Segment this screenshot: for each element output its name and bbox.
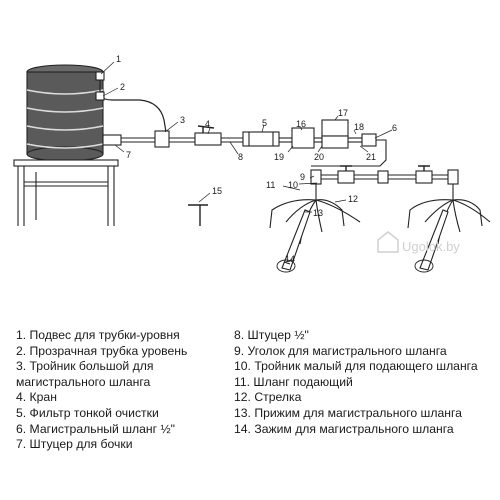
callout-2: 2 bbox=[120, 82, 125, 92]
legend-item-5: 5. Фильтр тонкой очистки bbox=[16, 405, 159, 420]
main-hose-top bbox=[102, 119, 387, 167]
callout-20: 20 bbox=[314, 152, 324, 162]
callout-3: 3 bbox=[180, 115, 185, 125]
callout-19: 19 bbox=[274, 152, 284, 162]
legend-item-11: 11. Шланг подающий bbox=[234, 374, 353, 389]
callout-1: 1 bbox=[116, 54, 121, 64]
callout-12: 12 bbox=[348, 194, 358, 204]
svg-text:Ugolok.by: Ugolok.by bbox=[402, 239, 460, 254]
callout-4: 4 bbox=[205, 119, 210, 129]
arrow-stake bbox=[188, 204, 208, 226]
legend-item-1: 1. Подвес для трубки-уровня bbox=[16, 328, 180, 342]
legend-item-3: 3. Тройник большой для магистрального шл… bbox=[16, 359, 154, 389]
legend-left: 1. Подвес для трубки-уровня 2. Прозрачна… bbox=[16, 328, 226, 453]
callout-13: 13 bbox=[313, 208, 323, 218]
callout-17: 17 bbox=[338, 108, 348, 118]
callout-10: 10 bbox=[288, 180, 298, 190]
legend-item-12: 12. Стрелка bbox=[234, 390, 302, 405]
watermark: Ugolok.by bbox=[377, 231, 460, 254]
level-tube bbox=[99, 76, 167, 133]
callout-9: 9 bbox=[300, 172, 305, 182]
legend-item-6: 6. Магистральный шланг ½" bbox=[16, 421, 175, 436]
legend-item-7: 7. Штуцер для бочки bbox=[16, 437, 133, 452]
callout-14: 14 bbox=[285, 254, 295, 264]
callout-16: 16 bbox=[296, 119, 306, 129]
main-hose-lower bbox=[310, 165, 459, 200]
legend-item-10: 10. Тройник малый для подающего шланга bbox=[234, 359, 478, 374]
callout-15: 15 bbox=[212, 186, 222, 196]
callout-7: 7 bbox=[126, 150, 131, 160]
callout-5: 5 bbox=[262, 118, 267, 128]
legend-item-2: 2. Прозрачная трубка уровень bbox=[16, 343, 188, 358]
legend-item-4: 4. Кран bbox=[16, 390, 57, 405]
legend-item-9: 9. Уголок для магистрального шланга bbox=[234, 343, 447, 358]
legend-right: 8. Штуцер ½" 9. Уголок для магистральног… bbox=[234, 328, 498, 437]
legend-item-8: 8. Штуцер ½" bbox=[234, 328, 309, 342]
callout-18: 18 bbox=[354, 122, 364, 132]
legend-item-14: 14. Зажим для магистрального шланга bbox=[234, 421, 454, 436]
legend-item-13: 13. Прижим для магистрального шланга bbox=[234, 405, 462, 420]
tank-stand bbox=[13, 159, 119, 226]
water-tank bbox=[26, 64, 104, 162]
drip-spider-left bbox=[269, 199, 361, 273]
callout-8: 8 bbox=[238, 152, 243, 162]
callout-21: 21 bbox=[366, 152, 376, 162]
irrigation-diagram: 1 2 3 4 5 6 7 8 9 10 11 12 13 14 15 16 1… bbox=[13, 54, 491, 273]
callout-11: 11 bbox=[266, 180, 275, 190]
callout-6: 6 bbox=[392, 123, 397, 133]
drip-spider-right bbox=[407, 199, 491, 273]
